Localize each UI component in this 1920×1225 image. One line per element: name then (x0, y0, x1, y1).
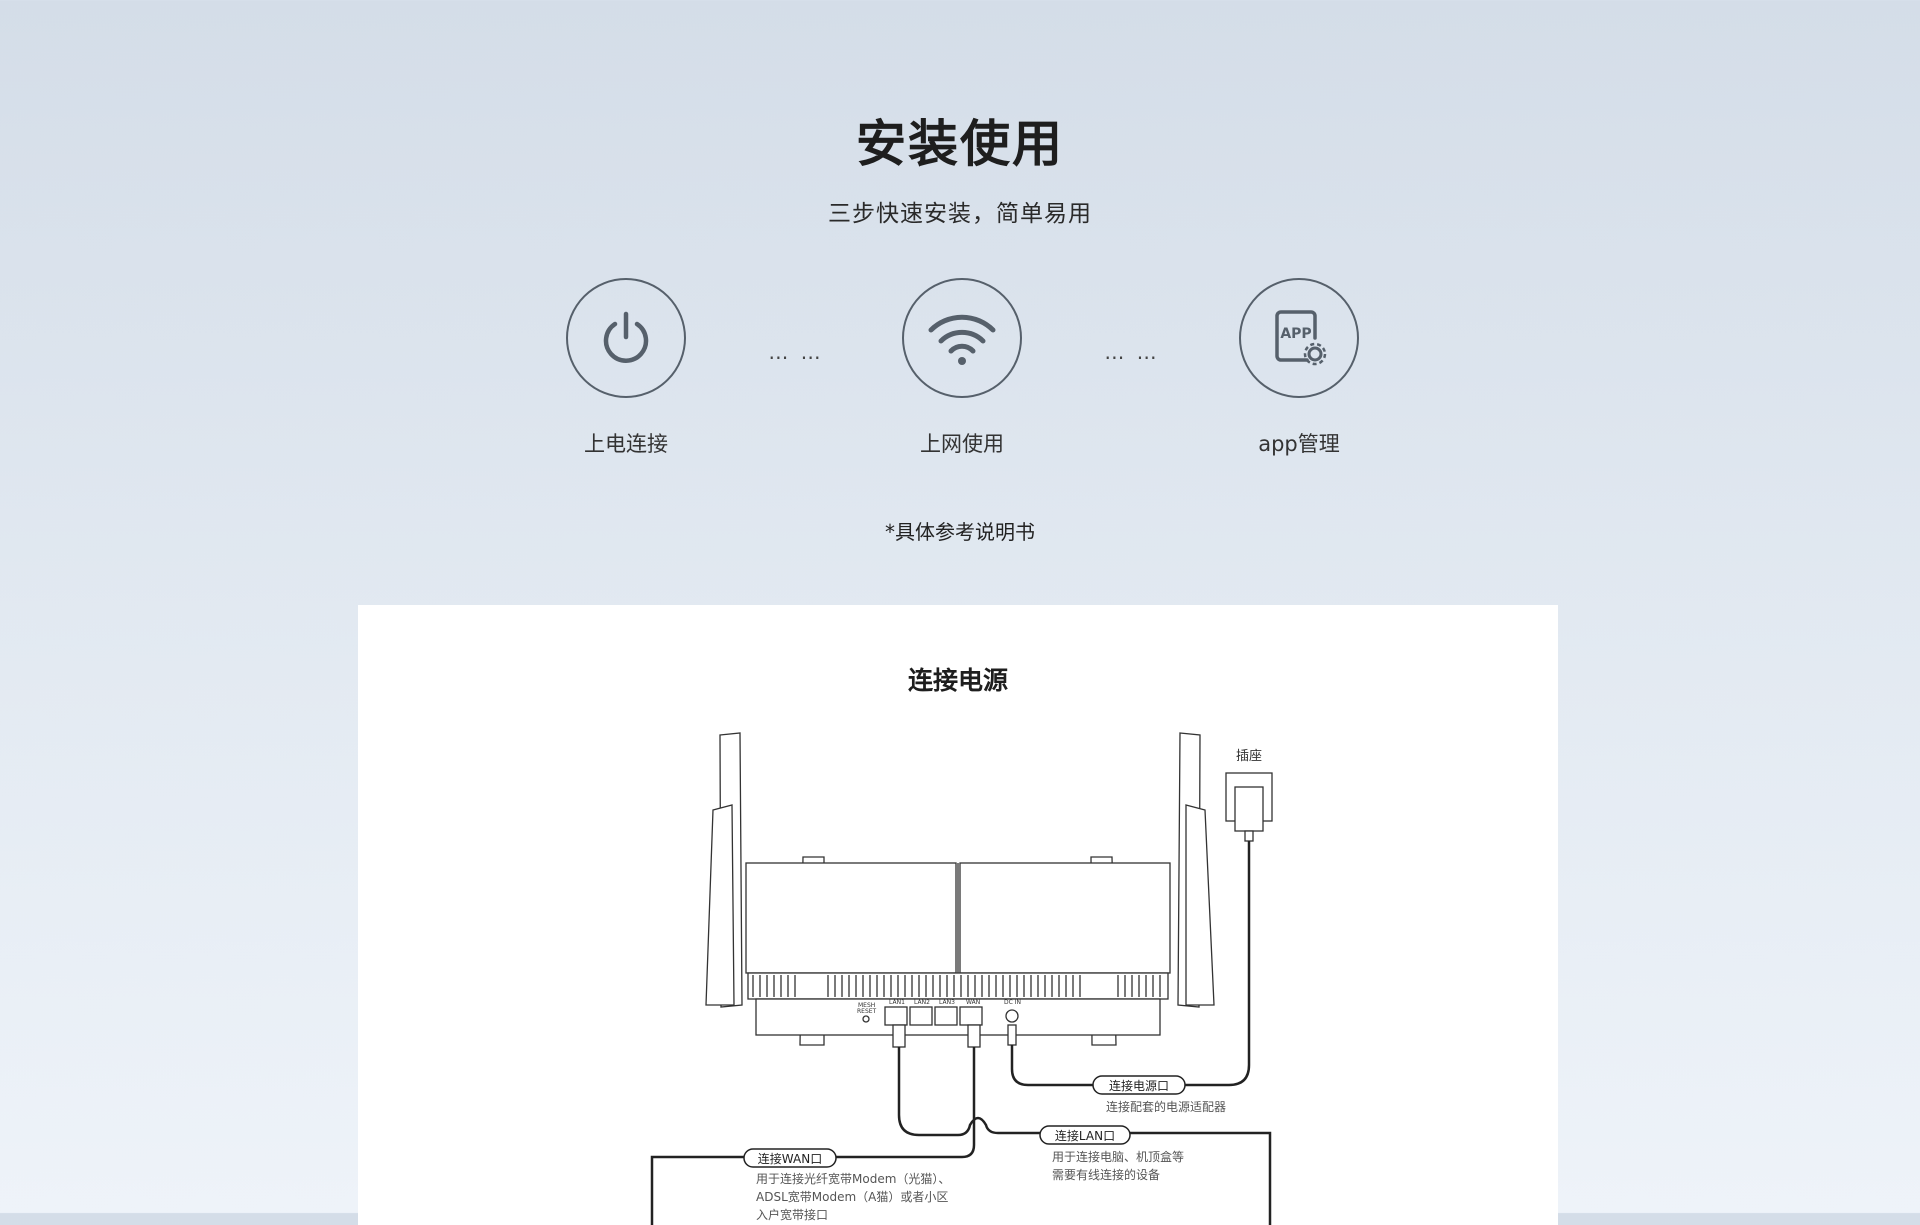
port-label: WAN (966, 999, 980, 1006)
step-internet: 上网使用 (862, 278, 1062, 458)
wan-callout-title: 连接WAN口 (758, 1151, 822, 1166)
page-title: 安装使用 (856, 115, 1064, 173)
manual-note: *具体参考说明书 (885, 520, 1035, 544)
step-label: 上电连接 (584, 432, 668, 456)
power-callout-title: 连接电源口 (1109, 1078, 1169, 1093)
app-settings-icon: APP (1275, 310, 1327, 366)
step-circle (566, 278, 686, 398)
router-illustration (705, 732, 1273, 1048)
router-connection-diagram: MESH RESET LAN1 LAN2 LAN3 WAN DC IN 插座 连… (650, 732, 1273, 1225)
wan-callout-desc: 入户宽带接口 (756, 1207, 828, 1222)
step-circle: APP (1239, 278, 1359, 398)
power-callout-desc: 连接配套的电源适配器 (1106, 1099, 1226, 1114)
connection-diagram-panel: 连接电源 (358, 605, 1558, 1225)
lan-callout-desc: 需要有线连接的设备 (1052, 1167, 1160, 1182)
step-circle (902, 278, 1022, 398)
step-power-connect: 上电连接 (526, 278, 726, 458)
port-label: DC IN (1004, 999, 1021, 1006)
wifi-icon (928, 314, 996, 365)
wan-callout-desc: ADSL宽带Modem（A猫）或者小区 (756, 1189, 948, 1204)
lan-callout-title: 连接LAN口 (1055, 1128, 1115, 1143)
port-label: RESET (857, 1008, 877, 1015)
port-label: LAN1 (889, 999, 905, 1006)
port-label: LAN3 (939, 999, 955, 1006)
socket-label: 插座 (1236, 749, 1262, 764)
svg-text:APP: APP (1280, 326, 1311, 342)
port-label: MESH (858, 1002, 875, 1009)
step-label: app管理 (1258, 432, 1340, 456)
step-separator: … … (768, 340, 824, 364)
page-subtitle: 三步快速安装，简单易用 (828, 201, 1092, 227)
lan-callout-desc: 用于连接电脑、机顶盒等 (1052, 1149, 1184, 1164)
panel-title: 连接电源 (907, 666, 1008, 695)
step-app-manage: APP app管理 (1199, 278, 1399, 458)
wan-callout-desc: 用于连接光纤宽带Modem（光猫）、 (756, 1171, 950, 1186)
port-label: LAN2 (914, 999, 930, 1006)
step-label: 上网使用 (920, 432, 1004, 456)
power-icon (603, 311, 649, 363)
step-separator: … … (1104, 340, 1160, 364)
